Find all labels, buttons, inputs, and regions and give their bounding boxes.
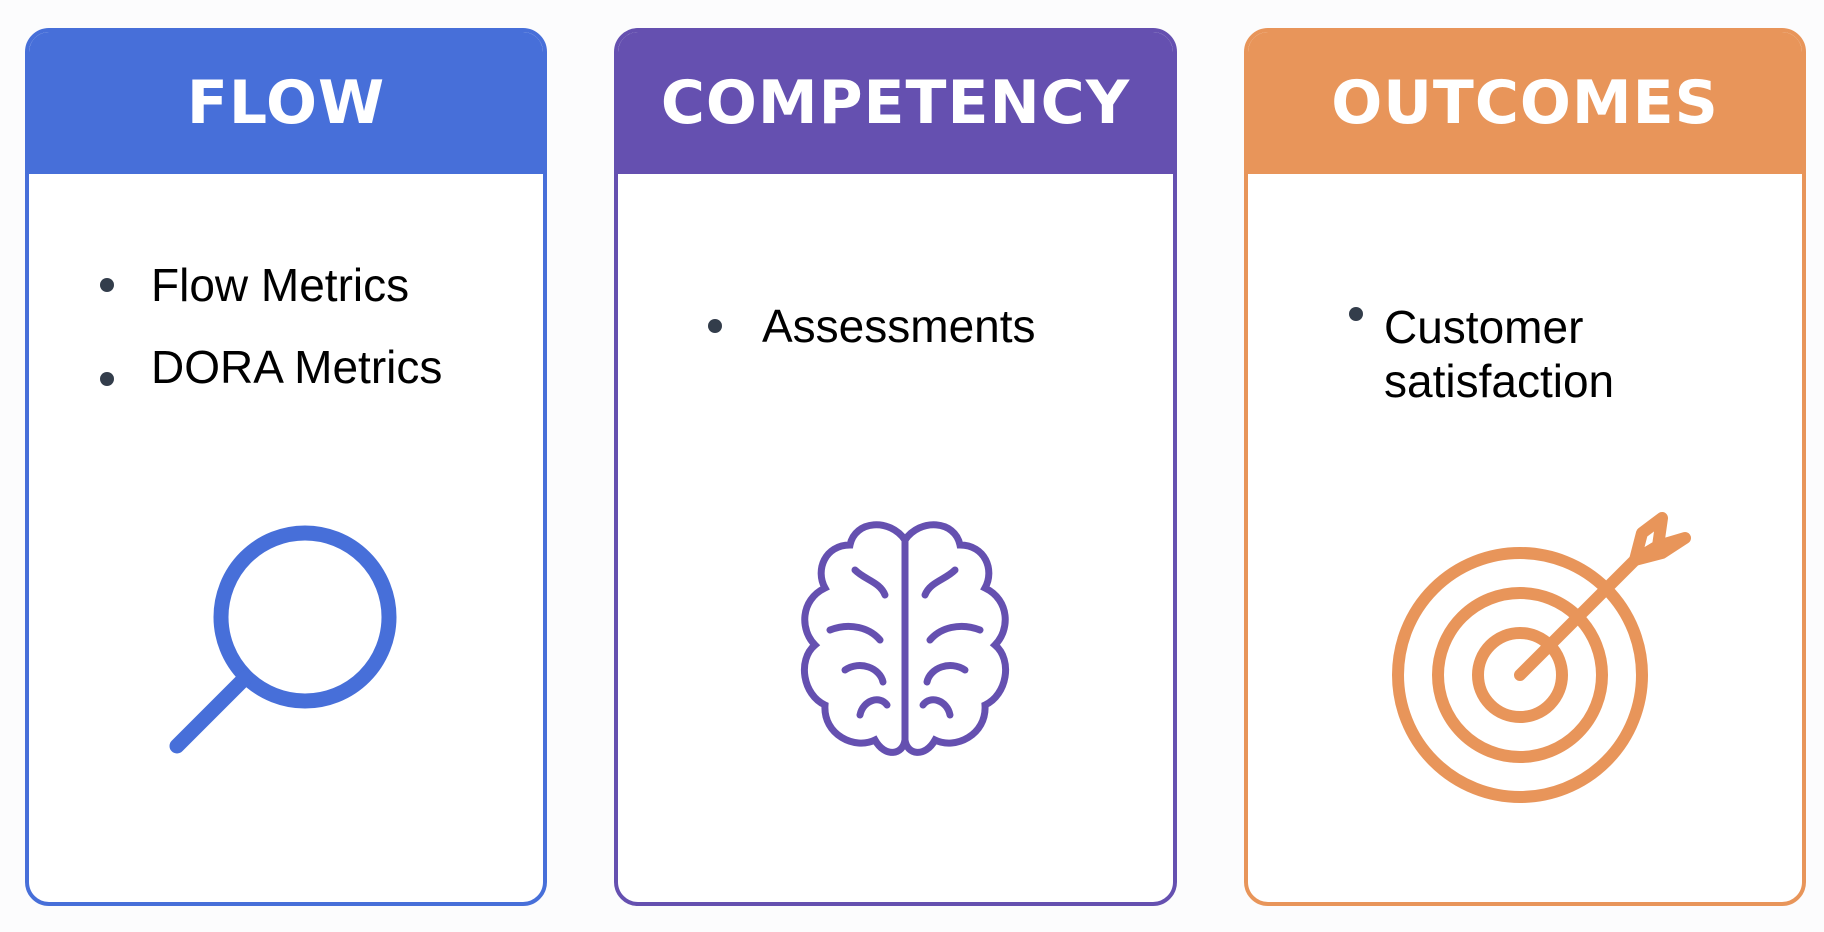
target-icon xyxy=(1392,512,1691,803)
card-title: FLOW xyxy=(29,32,543,174)
card-competency: COMPETENCY Assessments xyxy=(614,28,1177,906)
brain-icon xyxy=(800,521,1010,756)
list-item: DORA Metrics xyxy=(151,341,443,393)
list-item: Customer satisfaction xyxy=(1384,301,1615,407)
card-flow: FLOW Flow Metrics DORA Metrics xyxy=(25,28,547,906)
bullet xyxy=(708,319,722,333)
bullet xyxy=(1349,307,1363,321)
card-outcomes: OUTCOMES Customer satisfaction xyxy=(1244,28,1806,906)
list-item: Flow Metrics xyxy=(151,259,410,311)
bullet xyxy=(100,278,114,292)
card-title: COMPETENCY xyxy=(618,32,1173,174)
magnifier-icon xyxy=(169,525,397,754)
bullet xyxy=(100,372,114,386)
list-item: Assessments xyxy=(762,300,1036,352)
card-title: OUTCOMES xyxy=(1248,32,1802,174)
